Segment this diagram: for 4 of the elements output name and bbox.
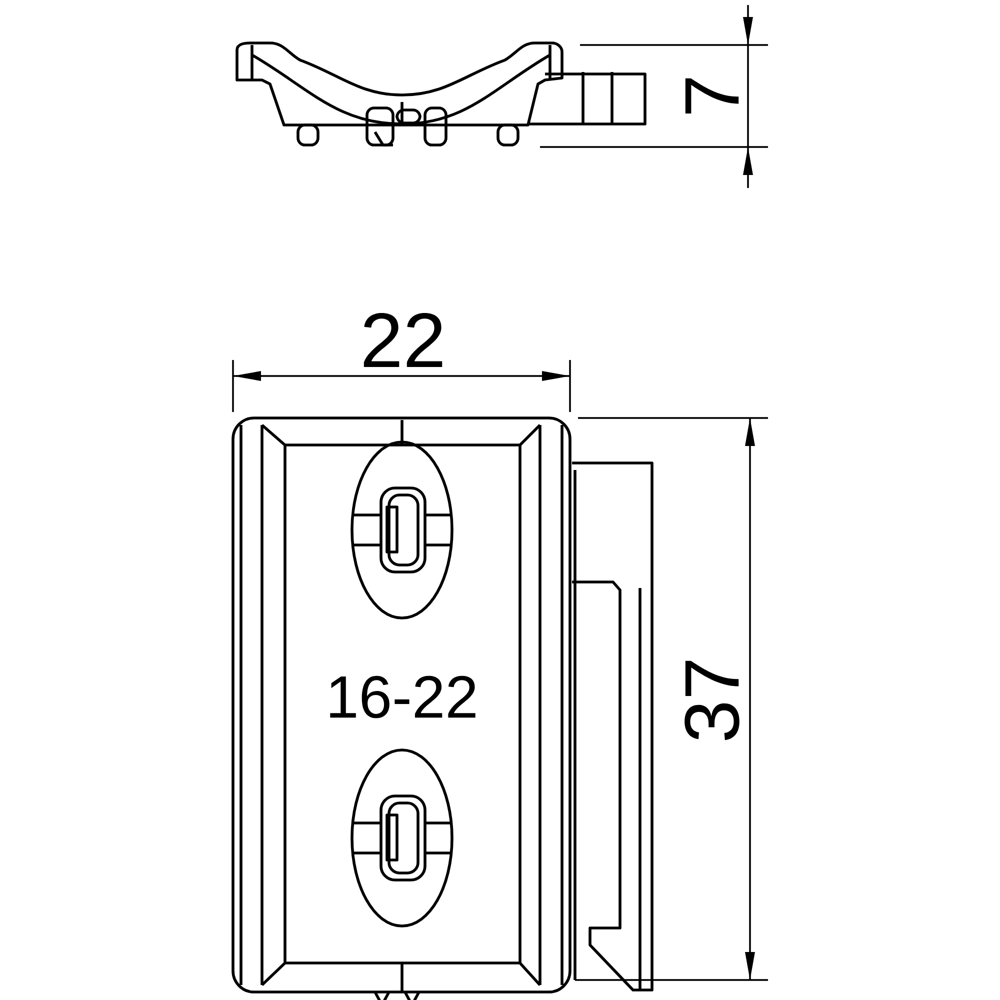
dimension-value: 37 (684, 660, 740, 740)
dimension-value: 22 (364, 312, 442, 367)
embossed-marking: 16-22 (330, 676, 476, 718)
dimension-value: 7 (685, 78, 739, 114)
